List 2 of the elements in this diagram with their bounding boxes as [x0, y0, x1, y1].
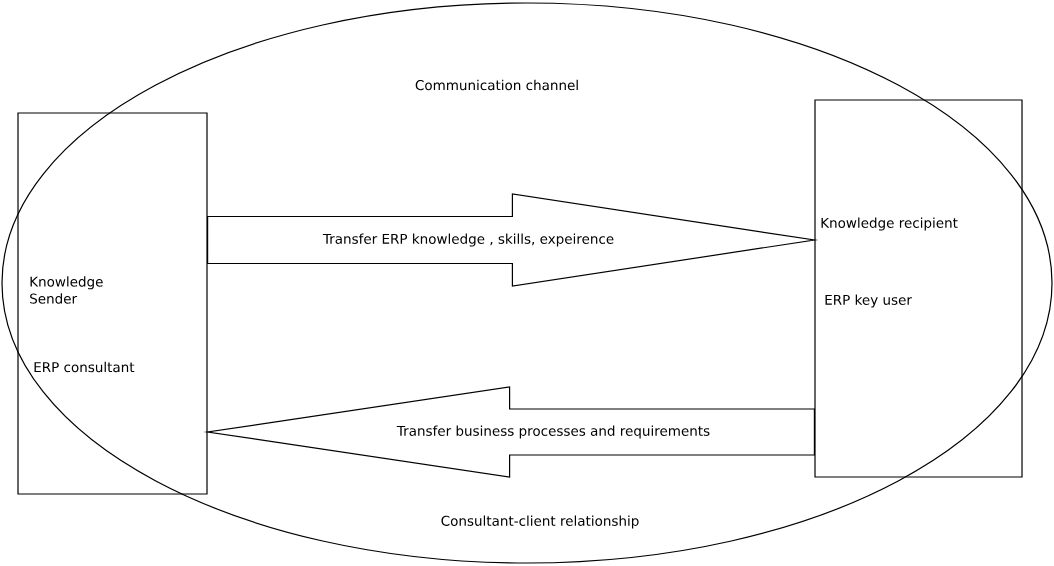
- edge-label: Transfer business processes and requirements: [395, 424, 712, 440]
- edge-label: Transfer ERP knowledge , skills, expeirence: [321, 232, 616, 248]
